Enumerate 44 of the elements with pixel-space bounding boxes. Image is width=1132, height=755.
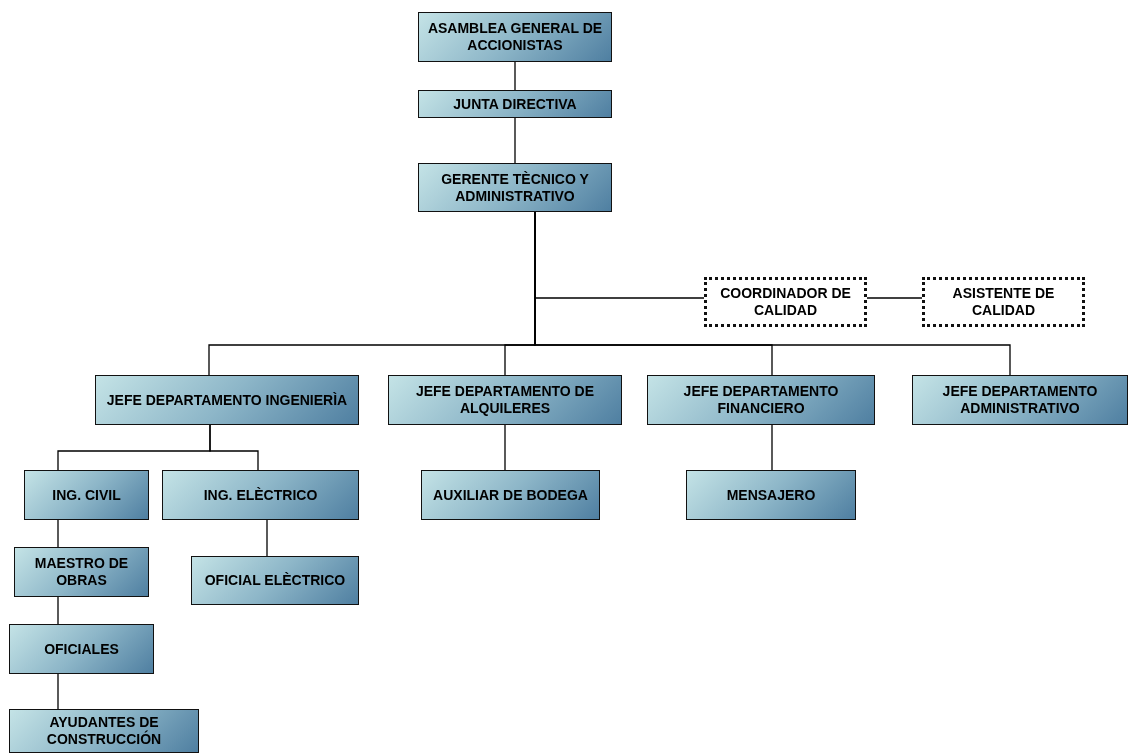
- role-box: [912, 375, 1128, 425]
- role-box: [9, 624, 154, 674]
- role-box: [647, 375, 875, 425]
- role-title: JEFE DEPARTAMENTO ADMINISTRATIVO: [941, 383, 1099, 417]
- role-title: ASISTENTE DE CALIDAD: [951, 285, 1056, 319]
- connector-line: [771, 424, 773, 471]
- connector-line: [504, 424, 506, 471]
- role-title: JEFE DEPARTAMENTO FINANCIERO: [682, 383, 840, 417]
- role-box: [686, 470, 856, 520]
- role-title: MENSAJERO: [726, 486, 816, 504]
- connector-line: [57, 519, 59, 548]
- role-box: [418, 90, 612, 118]
- role-box: [388, 375, 622, 425]
- role-box: [162, 470, 359, 520]
- role-box: [191, 556, 359, 605]
- role-title: OFICIAL ELÈCTRICO: [204, 572, 346, 589]
- role-box: [95, 375, 359, 425]
- role-title: JUNTA DIRECTIVA: [453, 95, 577, 113]
- role-title: ING. CIVIL: [52, 486, 121, 504]
- connector-line: [514, 61, 516, 91]
- connector-line: [266, 519, 268, 557]
- role-box: [24, 470, 149, 520]
- role-title: ASAMBLEA GENERAL DE ACCIONISTAS: [426, 20, 604, 54]
- role-title: AYUDANTES DE CONSTRUCCIÓN: [45, 714, 163, 748]
- role-title: MAESTRO DE OBRAS: [33, 555, 130, 589]
- role-title: ING. ELÈCTRICO: [203, 486, 318, 504]
- connector-line: [514, 117, 516, 164]
- role-box: [14, 547, 149, 597]
- dotted-role-box: [922, 277, 1085, 327]
- connector-line: [866, 297, 923, 299]
- connector-line: [57, 596, 59, 625]
- role-title: AUXILIAR DE BODEGA: [433, 486, 588, 504]
- connector-line: [209, 424, 259, 471]
- role-title: JEFE DEPARTAMENTO DE ALQUILERES: [414, 383, 596, 417]
- role-title: GERENTE TÈCNICO Y ADMINISTRATIVO: [440, 170, 590, 205]
- role-box: [418, 12, 612, 62]
- role-box: [421, 470, 600, 520]
- role-title: OFICIALES: [44, 640, 119, 658]
- role-box: [418, 163, 612, 212]
- role-title: JEFE DEPARTAMENTO INGENIERÌA: [106, 391, 348, 409]
- role-box: [9, 709, 199, 753]
- dotted-role-box: [704, 277, 867, 327]
- role-title: COORDINADOR DE CALIDAD: [719, 285, 852, 319]
- connector-line: [57, 673, 59, 710]
